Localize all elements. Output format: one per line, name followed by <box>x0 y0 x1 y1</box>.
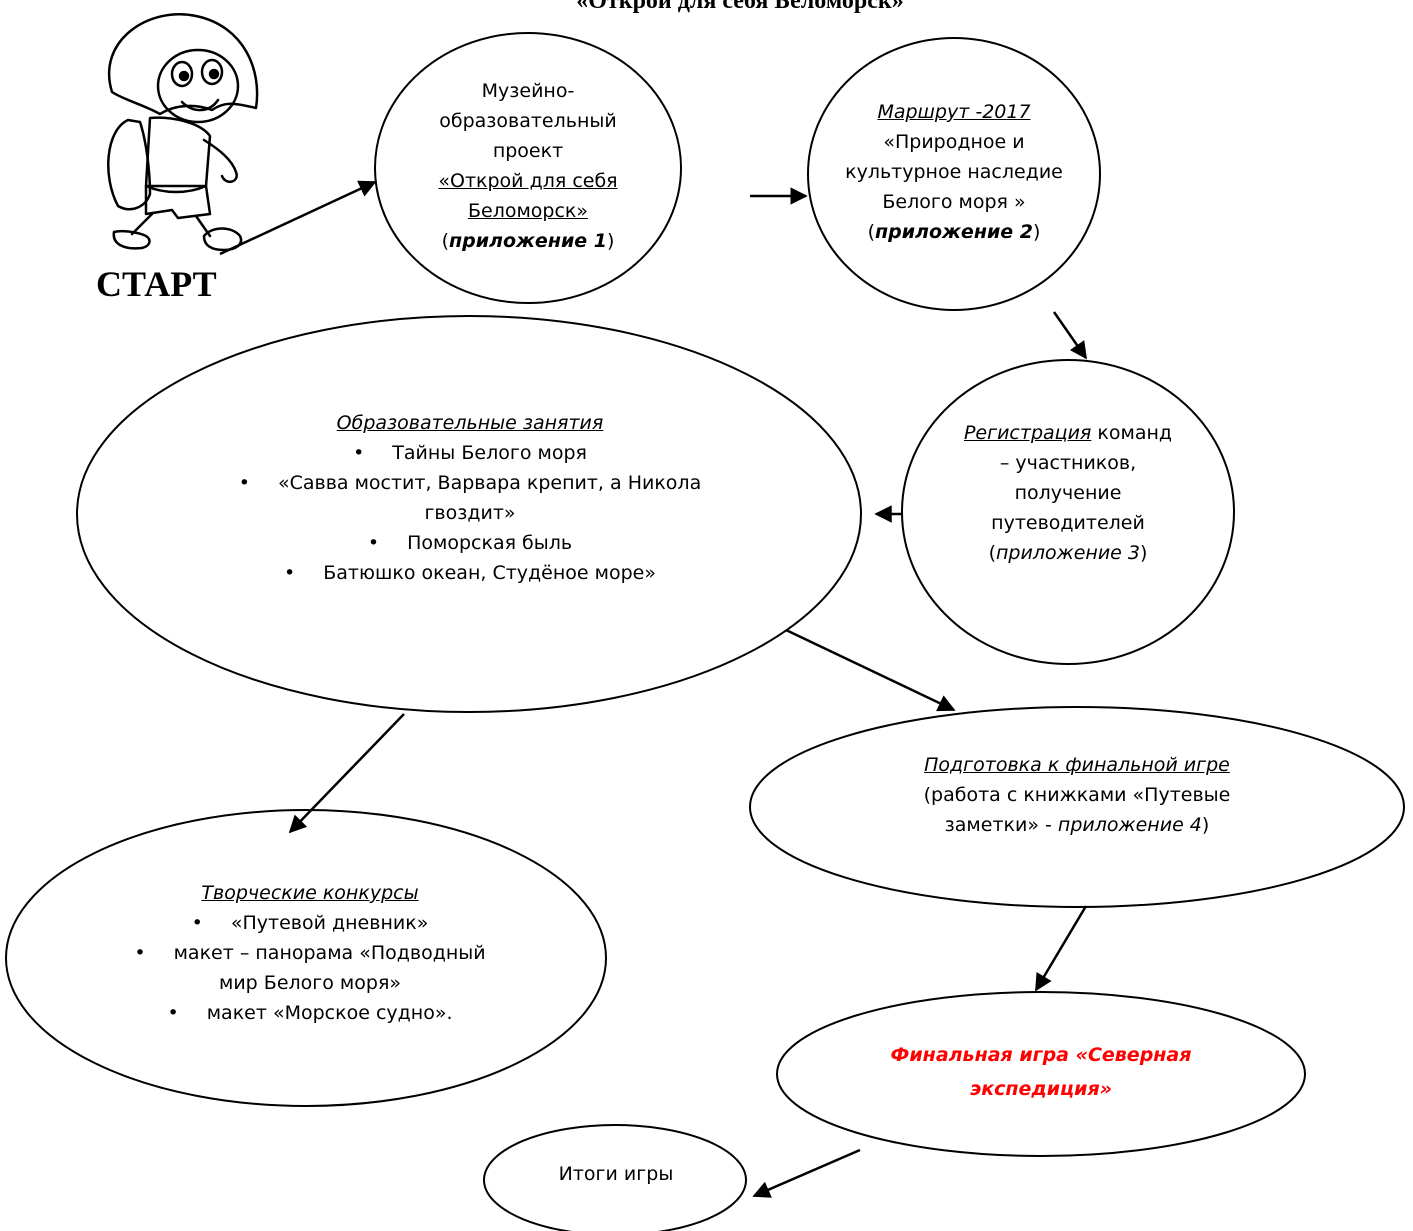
registration-heading: Регистрация <box>963 422 1092 444</box>
lessons-item: «Савва мостит, Варвара крепит, а Никола <box>160 468 780 498</box>
registration-line-2: – участников, <box>999 452 1137 474</box>
node-lessons: Образовательные занятия Тайны Белого мор… <box>160 408 780 588</box>
diagram-title: «Открой для себя Беломорск» <box>576 0 904 14</box>
contests-heading: Творческие конкурсы <box>201 882 419 904</box>
node-preparation-shape <box>749 706 1405 908</box>
node-results-shape <box>483 1124 747 1231</box>
lessons-item: Поморская быль <box>160 528 780 558</box>
museum-appendix-ref: приложение 1 <box>449 230 607 252</box>
arrow-route-to-registration <box>1052 311 1088 360</box>
lessons-item: Тайны Белого моря <box>160 438 780 468</box>
contests-item: макет «Морское судно». <box>100 998 520 1028</box>
arrow-lessons-to-contests <box>288 713 405 834</box>
museum-line-2: образовательный <box>439 110 617 132</box>
contests-item: макет – панорама «Подводный <box>100 938 520 968</box>
contests-item: «Путевой дневник» <box>100 908 520 938</box>
node-contests: Творческие конкурсы «Путевой дневник» ма… <box>100 878 520 1028</box>
node-final-game: Финальная игра «Северная экспедиция» <box>836 1038 1246 1106</box>
route-line-3: культурное наследие <box>845 161 1063 183</box>
route-line-2: «Природное и <box>883 131 1025 153</box>
final-game-line-2: экспедиция» <box>969 1078 1113 1100</box>
arrow-final-to-results <box>752 1148 861 1198</box>
node-preparation: Подготовка к финальной игре (работа с кн… <box>832 750 1322 840</box>
node-final-game-shape <box>776 991 1306 1157</box>
start-label: СТАРТ <box>96 264 217 304</box>
contests-item-continued: мир Белого моря» <box>219 972 401 994</box>
node-route-shape <box>807 37 1101 311</box>
registration-line-4: путеводителей <box>991 512 1145 534</box>
route-appendix-line: (приложение 2) <box>867 221 1041 243</box>
registration-line-3: получение <box>1014 482 1122 504</box>
lessons-heading: Образовательные занятия <box>336 412 604 434</box>
node-results: Итоги игры <box>516 1159 716 1189</box>
arrow-preparation-to-final <box>1034 905 1088 992</box>
registration-appendix-line: (приложение 3) <box>988 542 1148 564</box>
museum-line-1: Музейно- <box>481 80 575 102</box>
node-museum-project-shape <box>374 32 682 304</box>
museum-line-3: проект <box>492 140 564 162</box>
route-line-1: Маршрут -2017 <box>877 101 1031 123</box>
node-museum-project: Музейно- образовательный проект «Открой … <box>398 76 658 256</box>
route-line-4: Белого моря » <box>882 191 1026 213</box>
node-contests-shape <box>5 809 607 1107</box>
route-appendix-ref: приложение 2 <box>875 221 1033 243</box>
preparation-heading: Подготовка к финальной игре <box>924 754 1230 776</box>
lessons-item: Батюшко океан, Студёное море» <box>160 558 780 588</box>
node-registration: Регистрация команд – участников, получен… <box>938 418 1198 568</box>
arrow-lessons-to-preparation <box>785 628 956 712</box>
results-label: Итоги игры <box>558 1163 674 1185</box>
node-lessons-shape <box>76 315 862 713</box>
arrow-start-to-museum <box>219 180 377 256</box>
walking-girl-mascot-icon <box>107 13 259 252</box>
node-route: Маршрут -2017 «Природное и культурное на… <box>824 97 1084 247</box>
preparation-appendix-ref: приложение 4 <box>1057 814 1202 836</box>
museum-line-4: «Открой для себя <box>438 170 618 192</box>
final-game-line-1: Финальная игра «Северная <box>890 1044 1192 1066</box>
museum-appendix-line: (приложение 1) <box>441 230 615 252</box>
node-registration-shape <box>901 359 1235 665</box>
preparation-line-2: (работа с книжками «Путевые <box>923 784 1231 806</box>
lessons-item-continued: гвоздит» <box>424 502 516 524</box>
preparation-line-3: заметки» - приложение 4) <box>944 814 1210 836</box>
registration-appendix-ref: приложение 3 <box>996 542 1140 564</box>
museum-line-5: Беломорск» <box>467 200 589 222</box>
registration-line-1: Регистрация команд <box>963 422 1173 444</box>
